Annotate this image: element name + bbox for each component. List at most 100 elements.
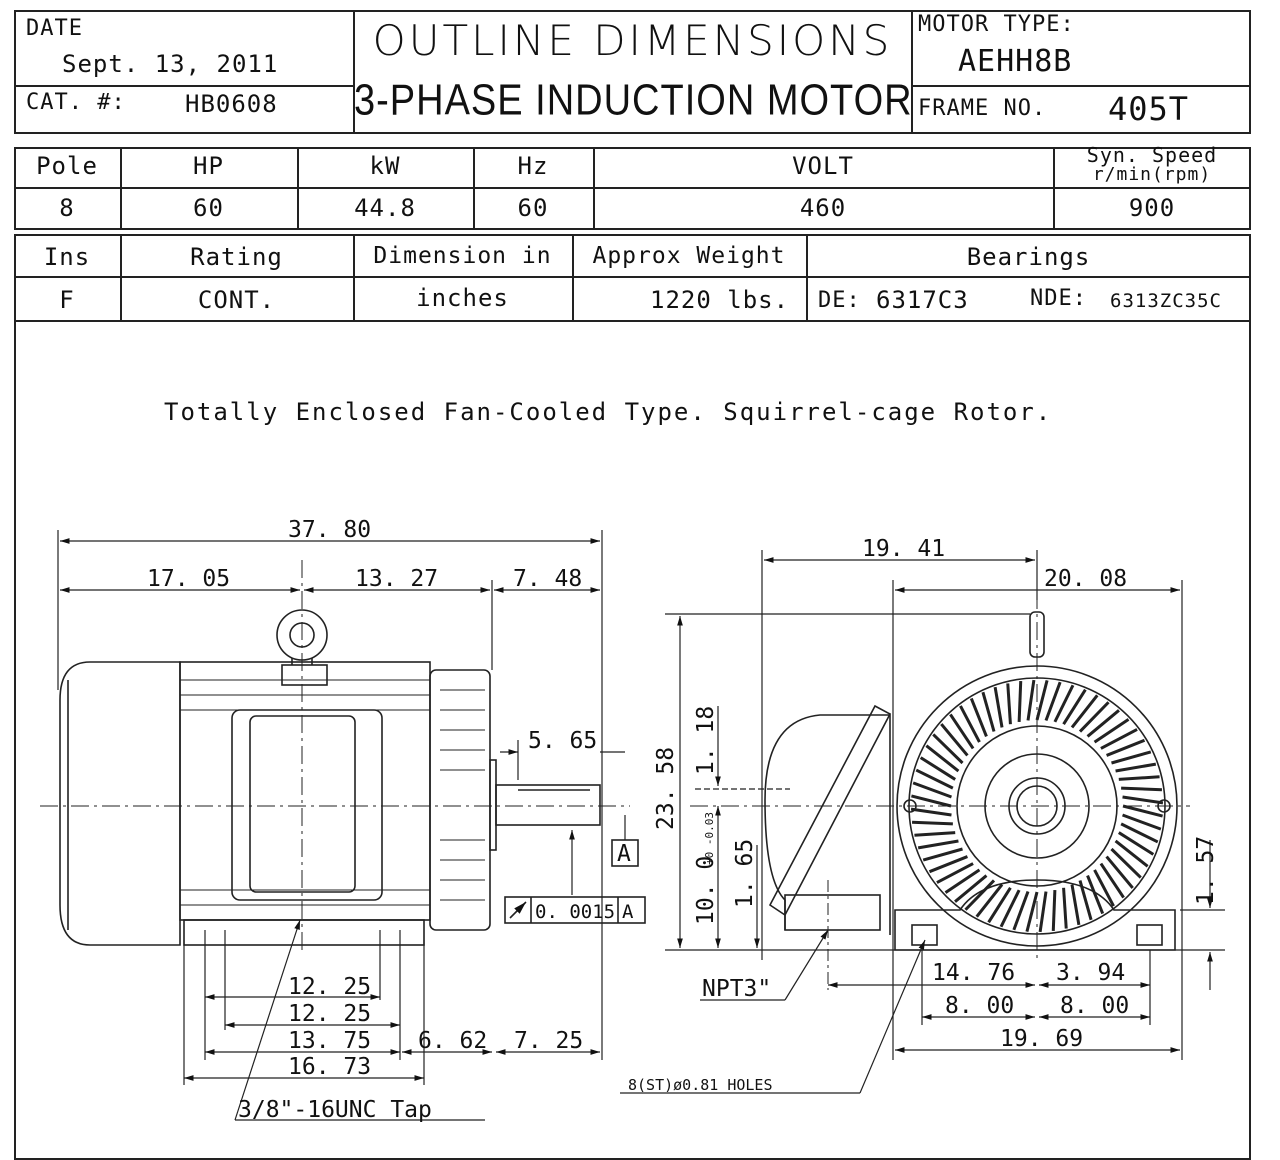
holes-note: 8(ST)ø0.81 HOLES: [628, 1076, 773, 1094]
cooling-fin: [1062, 688, 1087, 726]
document-title: OUTLINE DIMENSIONS: [372, 16, 893, 65]
cooling-fin: [944, 868, 981, 894]
value-pole: 8: [59, 194, 75, 222]
dim-1-18: 1. 18: [693, 706, 719, 775]
header-volt: VOLT: [792, 152, 854, 180]
cooling-fin: [1111, 750, 1152, 765]
cooling-fin: [1100, 728, 1138, 750]
divider: [593, 147, 595, 230]
cooling-fin: [1117, 831, 1155, 856]
cooling-fin: [1006, 683, 1012, 725]
cooling-fin: [1122, 795, 1164, 805]
cooling-fin: [910, 807, 952, 817]
divider: [1053, 147, 1055, 230]
nde-label: NDE:: [1030, 286, 1087, 311]
cooling-fin: [925, 744, 960, 773]
cooling-fin: [932, 733, 964, 765]
value-dimension-unit: inches: [416, 284, 509, 312]
cooling-fin: [911, 794, 952, 808]
dim-shaft-length: 5. 65: [528, 728, 597, 754]
divider: [120, 147, 122, 230]
divider: [353, 234, 355, 322]
dim-shaft-height: 10. 0: [693, 856, 719, 925]
divider: [14, 276, 1251, 278]
cat-label: CAT. #:: [26, 90, 126, 115]
cooling-fin: [915, 768, 954, 790]
dim-19-69: 19. 69: [1000, 1026, 1083, 1052]
motor-description: Totally Enclosed Fan-Cooled Type. Squirr…: [164, 398, 1053, 426]
runout-datum: A: [622, 901, 634, 923]
cooling-fin: [1053, 684, 1075, 723]
frame-label: FRAME NO.: [918, 96, 1047, 121]
dim-8-00-right: 8. 00: [1060, 993, 1129, 1019]
side-view: [40, 530, 646, 1121]
cooling-fin: [1110, 847, 1142, 879]
dim-3-94: 3. 94: [1056, 960, 1125, 986]
motor-type-label: MOTOR TYPE:: [918, 12, 1075, 37]
cooling-fin: [940, 723, 969, 757]
cooling-fin: [964, 879, 996, 911]
cooling-fin: [1038, 891, 1048, 933]
dim-overall-length: 37. 80: [288, 517, 371, 543]
value-hz: 60: [517, 194, 549, 222]
divider: [473, 147, 475, 230]
cooling-fin: [1106, 738, 1146, 757]
divider: [14, 85, 354, 87]
value-volt: 460: [799, 194, 847, 222]
header-ins: Ins: [43, 243, 91, 271]
dim-8-00-left: 8. 00: [945, 993, 1014, 1019]
cat-value: HB0608: [185, 90, 278, 118]
cooling-fin: [1086, 875, 1105, 915]
cooling-fin: [1017, 680, 1023, 722]
dim-1-57: 1. 57: [1193, 836, 1219, 905]
cooling-fin: [959, 705, 981, 743]
dim-14-76: 14. 76: [932, 960, 1015, 986]
cooling-fin: [1078, 701, 1110, 733]
npt-note: NPT3": [702, 976, 771, 1002]
dim-1-65: 1. 65: [732, 839, 758, 908]
dim-12-25-a: 12. 25: [288, 974, 371, 1000]
divider: [297, 147, 299, 230]
value-weight: 1220 lbs.: [650, 286, 790, 314]
cooling-fin: [1093, 869, 1115, 907]
cooling-fin: [1122, 813, 1162, 831]
value-rating: CONT.: [197, 286, 276, 314]
cooling-fin: [1086, 709, 1120, 738]
divider: [353, 10, 355, 134]
dim-19-41: 19. 41: [862, 536, 945, 562]
cooling-fin: [1115, 762, 1157, 773]
cooling-fin: [1070, 884, 1081, 926]
cooling-fin: [1070, 694, 1099, 729]
motor-type-value: AEHH8B: [958, 44, 1073, 79]
cooling-fin: [928, 855, 968, 874]
header-rating: Rating: [190, 243, 283, 271]
divider: [14, 187, 1251, 189]
tap-note: 3/8"-16UNC Tap: [238, 1097, 432, 1123]
cooling-fin: [949, 713, 975, 750]
document-subtitle: 3-PHASE INDUCTION MOTOR: [354, 76, 913, 126]
dim-16-73: 16. 73: [288, 1054, 371, 1080]
value-ins: F: [59, 286, 75, 314]
value-syn-speed: 900: [1128, 194, 1176, 222]
dim-17-05: 17. 05: [147, 566, 230, 592]
date-value: Sept. 13, 2011: [62, 50, 279, 78]
cooling-fin: [1118, 775, 1160, 781]
header-hp: HP: [193, 152, 224, 180]
title-block: [14, 10, 1251, 134]
cooling-fin: [1120, 822, 1159, 844]
cooling-fin: [912, 781, 952, 799]
cooling-fin: [975, 883, 1004, 918]
header-bearings: Bearings: [966, 243, 1091, 271]
cooling-fin: [1121, 786, 1163, 792]
header-kw: kW: [369, 152, 401, 180]
cooling-fin: [954, 874, 988, 903]
cooling-fin: [1062, 887, 1068, 929]
header-weight: Approx Weight: [592, 243, 786, 269]
dim-7-48: 7. 48: [513, 566, 582, 592]
dim-overall-height: 23. 58: [653, 747, 679, 830]
dim-6-62: 6. 62: [418, 1028, 487, 1054]
cooling-fin: [911, 820, 953, 826]
cooling-fin: [936, 862, 974, 884]
cooling-fin: [1025, 891, 1039, 932]
cooling-fin: [1012, 891, 1030, 931]
